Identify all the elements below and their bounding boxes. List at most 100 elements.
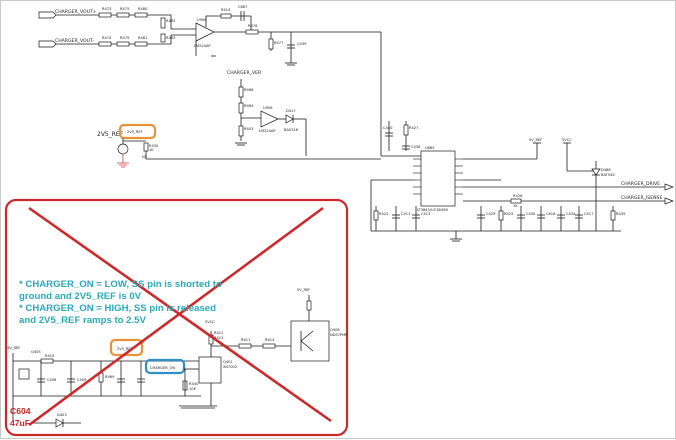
drive-port: [664, 183, 674, 191]
q401-part: 2N7002: [223, 365, 237, 369]
node-n2-label: N2: [142, 155, 147, 159]
r422-label: R422: [379, 212, 388, 216]
d488-part: BAT54S: [601, 173, 615, 177]
u906-label: U906: [197, 18, 207, 22]
resistor-r473: [98, 12, 112, 18]
ic-u685: [420, 150, 456, 207]
resistor-r414-top: [220, 13, 232, 19]
r477-label: R477: [274, 41, 283, 45]
resistor-r430: [143, 142, 149, 152]
rail-5v-right-label: 5V_REF: [297, 288, 310, 292]
ref-source-label: 2V5_REF: [97, 131, 124, 138]
resistor-r439: [610, 210, 616, 221]
diode-d417: [285, 114, 294, 124]
r475-label: R475: [120, 7, 129, 11]
vcc-bottom-label: 5VCC: [205, 320, 215, 324]
r415-label: R415: [45, 354, 54, 358]
vout-minus-port: [38, 40, 57, 48]
diode-d488: [591, 168, 601, 176]
r426-value: 1K: [513, 204, 518, 208]
c618-label: C618: [546, 212, 556, 216]
r414-top-label: R414: [221, 8, 231, 12]
r426-label: R426: [513, 194, 523, 198]
resistor-r484: [238, 102, 244, 114]
ver-divider: CHARGER_VER R468 R484 R403 U908 LM224AP …: [227, 70, 307, 156]
r480-label: R480: [138, 7, 148, 11]
diode-d403: [55, 418, 64, 428]
crossed-out-section-frame: [4, 198, 349, 437]
ref-source: 2V5_REF 2V5_REF R430 1K N2: [97, 123, 381, 168]
q908-label: Q908: [330, 328, 340, 332]
soft-start-circuit: 5V_REF Q405 R415 C408 C409 R469 D403: [7, 346, 211, 428]
r484-label: R484: [244, 104, 254, 108]
resistor-r479: [116, 41, 130, 47]
resistor-r411: [238, 343, 252, 349]
ver-net-label: CHARGER_VER: [227, 70, 262, 76]
d403-label: D403: [57, 413, 67, 417]
op-amp-u906: [195, 22, 215, 42]
r482-label: R482: [166, 19, 175, 23]
r469-label: R469: [105, 375, 115, 379]
c429-label: C429: [486, 212, 496, 216]
r414-bottom-label: R414: [265, 338, 275, 342]
c417-label: C417: [584, 212, 593, 216]
r439-label: R439: [616, 212, 626, 216]
transistor-q405: [18, 368, 30, 380]
resistor-r474: [98, 41, 112, 47]
isense-port: [664, 197, 674, 205]
resistor-r415: [40, 358, 54, 364]
r476-label: R476: [248, 24, 258, 28]
q401-label: Q401: [223, 360, 233, 364]
resistor-r468: [238, 86, 244, 98]
c604-callout: C604 47uF: [10, 406, 31, 428]
op-amp-u908: [260, 110, 279, 128]
ref-node-bottom: 2V5_REF: [109, 338, 144, 357]
passives-row: R422 C411 C413 C429 R425 C430 C618 C434 …: [371, 206, 626, 242]
c430-label: C430: [526, 212, 536, 216]
resistor-r482: [160, 17, 166, 29]
r440-label: R440: [189, 382, 199, 386]
q405-label: Q405: [31, 350, 41, 354]
vout-plus-input: CHARGER_VOUT+ R473 R475 R480: [38, 7, 171, 19]
resistor-r422: [373, 210, 379, 221]
c867-label: C867: [238, 5, 247, 9]
u908-label: U908: [263, 106, 273, 110]
u685-label: U685: [425, 146, 435, 150]
annotation-note: * CHARGER_ON = LOW, SS pin is shorted to…: [19, 279, 222, 326]
r403-label: R403: [244, 127, 253, 131]
vout-minus-input: CHARGER_VOUT- R474 R479 R481: [38, 36, 171, 48]
controller-ic: C440 R427 C438 U685 LT3845/UC3845B: [370, 32, 601, 231]
charger-on-switch: CHARGER_ON Q401 2N7002 5VCC R413 R440 10…: [144, 320, 301, 409]
c408-label: C408: [47, 378, 57, 382]
c409-label: C409: [77, 378, 87, 382]
resistor-r481: [134, 41, 148, 47]
ref-node-highlight: [109, 338, 144, 357]
u685-part: LT3845/UC3845B: [417, 208, 448, 212]
note-line-1: * CHARGER_ON = LOW, SS pin is shorted to: [19, 279, 222, 290]
resistor-r483: [160, 33, 166, 43]
isense-net-label: CHARGER_ISENSE: [621, 195, 662, 201]
c434-label: C434: [566, 212, 576, 216]
r481-label: R481: [138, 36, 147, 40]
c413-label: C413: [421, 212, 430, 216]
voltage-source-icon: [117, 143, 129, 155]
r440-value: 10K: [189, 387, 197, 391]
note-line-3: * CHARGER_ON = HIGH, SS pin is released: [19, 303, 216, 314]
drive-net-label: CHARGER_DRIVE: [621, 181, 660, 187]
pmos-q908: 5V_REF Q908 NDS7PMP: [290, 288, 348, 362]
resistor-r476: [245, 29, 259, 35]
c440-label: C440: [383, 126, 393, 130]
vcc-top-label: 5VCC: [562, 138, 572, 142]
c604-ref-label: C604: [10, 406, 31, 416]
r468-label: R468: [244, 88, 254, 92]
resistor-r403: [238, 125, 244, 137]
r430-value: 1K: [149, 148, 154, 152]
r425-label: R425: [504, 212, 513, 216]
r473-label: R473: [102, 7, 111, 11]
transistor-q908: [290, 320, 330, 362]
note-line-4: and 2V5_REF ramps to 2.5V: [19, 315, 146, 326]
r483-label: R483: [166, 36, 175, 40]
r412-label: R412: [214, 331, 223, 335]
